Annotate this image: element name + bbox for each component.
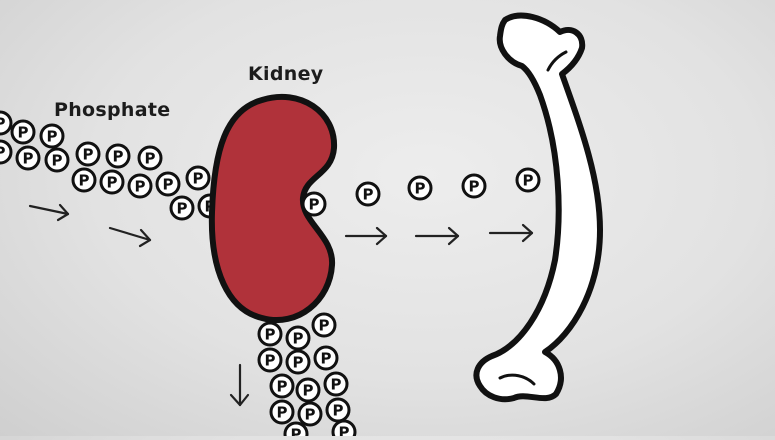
phosphate-particle-icon: P xyxy=(99,169,125,195)
arrow-down-icon xyxy=(229,363,250,407)
phosphate-particle-icon: P xyxy=(169,195,195,221)
svg-text:P: P xyxy=(265,326,276,344)
svg-text:P: P xyxy=(52,152,63,170)
svg-text:P: P xyxy=(265,352,276,370)
svg-text:P: P xyxy=(163,176,174,194)
flow-arrows xyxy=(28,203,534,407)
svg-text:P: P xyxy=(79,172,90,190)
arrow-inflow-1-icon xyxy=(28,203,70,222)
phosphate-particle-icon: P xyxy=(137,145,163,171)
phosphate-particle-icon: P xyxy=(44,147,70,173)
svg-text:P: P xyxy=(18,124,29,142)
phosphate-particle-icon: P xyxy=(269,399,295,425)
svg-text:P: P xyxy=(193,170,204,188)
phosphate-particle-icon: P xyxy=(71,167,97,193)
phosphate-particle-icon: P xyxy=(127,173,153,199)
svg-text:P: P xyxy=(415,180,426,198)
phosphate-particle-icon: P xyxy=(283,421,309,440)
phosphate-particle-icon: P xyxy=(311,312,337,338)
phosphate-particle-icon: P xyxy=(461,173,487,199)
svg-text:P: P xyxy=(293,354,304,372)
phosphate-label: Phosphate xyxy=(54,99,171,121)
phosphate-particle-icon: P xyxy=(105,143,131,169)
svg-text:P: P xyxy=(291,426,302,437)
svg-text:P: P xyxy=(303,382,314,400)
phosphate-particle-icon: P xyxy=(257,347,283,373)
svg-text:P: P xyxy=(277,378,288,396)
arrow-outflow-3-icon xyxy=(488,223,534,243)
svg-text:P: P xyxy=(83,146,94,164)
phosphate-particle-icon: P xyxy=(295,377,321,403)
phosphate-particle-icon: P xyxy=(325,397,351,423)
svg-text:P: P xyxy=(177,200,188,218)
svg-text:P: P xyxy=(145,150,156,168)
phosphate-particle-icon: P xyxy=(331,419,357,440)
svg-text:P: P xyxy=(277,404,288,422)
phosphate-particle-icon: P xyxy=(297,401,323,427)
phosphate-particle-icon: P xyxy=(285,349,311,375)
svg-text:P: P xyxy=(363,186,374,204)
phosphate-particle-icon: P xyxy=(269,373,295,399)
svg-text:P: P xyxy=(319,317,330,335)
phosphate-particle-icon: P xyxy=(301,191,327,217)
svg-text:P: P xyxy=(47,128,58,146)
svg-text:P: P xyxy=(523,172,534,190)
phosphate-particle-icon: P xyxy=(0,110,13,136)
svg-text:P: P xyxy=(305,406,316,424)
bone-shape xyxy=(473,12,603,403)
phosphate-particle-icon: P xyxy=(155,171,181,197)
svg-text:P: P xyxy=(293,330,304,348)
svg-text:P: P xyxy=(331,376,342,394)
arrow-outflow-2-icon xyxy=(414,226,460,246)
phosphate-particle-icon: P xyxy=(75,141,101,167)
arrow-outflow-1-icon xyxy=(344,226,388,246)
svg-text:P: P xyxy=(321,350,332,368)
svg-text:P: P xyxy=(0,115,6,133)
phosphate-particle-icon: P xyxy=(323,371,349,397)
kidney-label: Kidney xyxy=(248,63,324,85)
phosphate-particle-icon: P xyxy=(515,167,541,193)
phosphate-particle-icon: P xyxy=(185,165,211,191)
phosphate-particle-icon: P xyxy=(285,325,311,351)
phosphate-particle-icon: P xyxy=(355,181,381,207)
svg-text:P: P xyxy=(113,148,124,166)
arrow-inflow-2-icon xyxy=(108,226,152,248)
svg-text:P: P xyxy=(309,196,320,214)
svg-text:P: P xyxy=(135,178,146,196)
svg-text:P: P xyxy=(0,144,6,162)
phosphate-particle-icon: P xyxy=(15,145,41,171)
svg-text:P: P xyxy=(339,424,350,437)
phosphate-particle-icon: P xyxy=(10,119,36,145)
svg-text:P: P xyxy=(333,402,344,420)
svg-text:P: P xyxy=(107,174,118,192)
svg-text:P: P xyxy=(469,178,480,196)
phosphate-particle-icon: P xyxy=(257,321,283,347)
kidney-shape xyxy=(208,93,338,323)
phosphate-particle-icon: P xyxy=(407,175,433,201)
svg-text:P: P xyxy=(23,150,34,168)
phosphate-particle-icon: P xyxy=(39,123,65,149)
phosphate-particle-icon: P xyxy=(0,139,13,165)
phosphate-particle-icon: P xyxy=(313,345,339,371)
